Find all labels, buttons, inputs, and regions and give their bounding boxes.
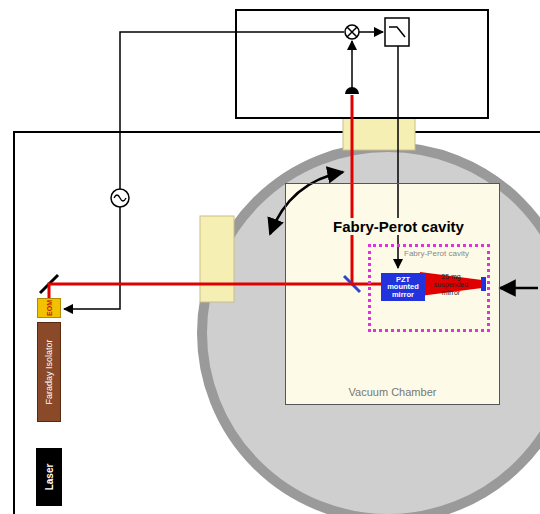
suspended-mirror <box>481 277 486 291</box>
node-text: PZT mounted mirror <box>381 276 425 299</box>
sine-symbol <box>114 195 126 201</box>
electronics-box <box>236 10 488 118</box>
node-text: EOM <box>46 300 53 316</box>
filter-symbol <box>389 27 405 37</box>
detector-to-mixer <box>351 41 353 88</box>
oscillator-symbol <box>111 189 129 207</box>
mixer-symbol <box>345 25 359 39</box>
chamber-circle <box>202 147 540 514</box>
node-text: Fabry-Perot cavity <box>403 249 470 258</box>
mixer-cross <box>347 27 357 37</box>
lowpass-filter <box>385 18 409 46</box>
oscillator-wire-top <box>120 32 344 189</box>
photodetector <box>345 87 359 94</box>
cavity-box: Fabry-Perot cavityFabry-Perot cavityPZT … <box>368 244 490 332</box>
eom-box: EOM <box>37 298 61 318</box>
part-label: 25 mg suspended mirror <box>426 273 476 297</box>
pointer-arrow <box>500 287 538 290</box>
cavity-beam <box>420 272 482 296</box>
laser-beam <box>49 284 381 298</box>
chamber-box: Vacuum ChamberFabry-Perot cavityFabry-Pe… <box>285 183 500 405</box>
node-text: Faraday Isolator <box>44 339 54 404</box>
isolator-box: Faraday Isolator <box>37 322 61 422</box>
laser-box: Laser <box>36 448 62 506</box>
oscillator-wire-eom <box>64 207 120 309</box>
node-text: Fabry-Perot cavity <box>331 218 466 235</box>
node-text: Vacuum Chamber <box>286 386 499 398</box>
pzt-mirror-box: PZT mounted mirror <box>381 273 425 301</box>
chamber-inner-ground <box>285 183 500 405</box>
side-flange <box>200 216 234 302</box>
top-flange <box>343 118 415 150</box>
node-text: Laser <box>44 464 55 491</box>
mixer-to-filter <box>359 31 383 33</box>
reflected-beam <box>351 95 354 284</box>
